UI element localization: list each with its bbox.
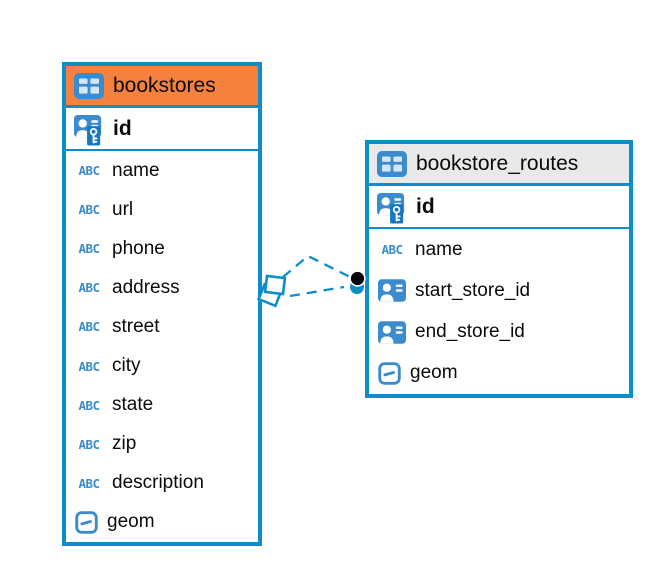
column-row[interactable]: ABC state xyxy=(66,385,258,425)
column-name: start_store_id xyxy=(415,279,531,301)
column-row[interactable]: end_store_id xyxy=(369,311,629,353)
column-name: name xyxy=(415,238,463,260)
table-bookstores-header[interactable]: bookstores xyxy=(66,66,258,108)
column-row[interactable]: ABC city xyxy=(66,346,258,386)
column-name: geom xyxy=(107,511,155,533)
column-row[interactable]: ABC description xyxy=(66,463,258,503)
column-name: address xyxy=(112,276,180,298)
relationship-target-symbol[interactable] xyxy=(349,270,366,294)
primary-key-icon xyxy=(74,115,105,148)
table-bookstore-routes[interactable]: bookstore_routes id ABC name start_store… xyxy=(365,140,633,398)
table-bookstores[interactable]: bookstores id ABC name ABC url ABC phone… xyxy=(62,62,262,546)
relationship-line-upper[interactable] xyxy=(282,254,351,279)
text-type-icon: ABC xyxy=(78,202,100,218)
column-name: description xyxy=(112,472,204,494)
text-type-icon: ABC xyxy=(78,397,100,413)
geometry-type-icon xyxy=(378,362,401,385)
column-row[interactable]: geom xyxy=(66,502,258,542)
column-name: name xyxy=(112,159,160,181)
column-name: geom xyxy=(410,362,458,384)
column-row[interactable]: ABC name xyxy=(369,229,629,271)
column-row[interactable]: ABC name xyxy=(66,151,258,191)
column-list: ABC name start_store_id end_store_id ge xyxy=(369,229,629,394)
text-type-icon: ABC xyxy=(78,163,100,179)
column-name: street xyxy=(112,315,160,337)
column-row[interactable]: ABC zip xyxy=(66,424,258,464)
table-icon xyxy=(377,151,407,177)
column-name: end_store_id xyxy=(415,321,525,343)
table-name: bookstores xyxy=(113,73,216,97)
text-type-icon: ABC xyxy=(78,241,100,257)
column-row[interactable]: geom xyxy=(369,352,629,394)
text-type-icon: ABC xyxy=(381,242,403,258)
table-icon xyxy=(74,73,104,99)
column-row[interactable]: ABC url xyxy=(66,190,258,230)
text-type-icon: ABC xyxy=(78,436,100,452)
primary-key-icon xyxy=(377,193,408,226)
text-type-icon: ABC xyxy=(78,280,100,296)
text-type-icon: ABC xyxy=(78,319,100,335)
column-row[interactable]: start_store_id xyxy=(369,270,629,312)
pk-row-bookstores-id[interactable]: id xyxy=(66,108,258,151)
pk-row-bookstore-routes-id[interactable]: id xyxy=(369,186,629,229)
pk-column-name: id xyxy=(113,116,132,140)
column-row[interactable]: ABC address xyxy=(66,268,258,308)
relationship-line-lower[interactable] xyxy=(289,285,345,298)
column-name: zip xyxy=(112,433,137,455)
text-type-icon: ABC xyxy=(78,358,100,374)
foreign-key-ref-icon xyxy=(378,279,406,302)
foreign-key-ref-icon xyxy=(378,321,406,344)
column-name: city xyxy=(112,355,141,377)
pk-column-name: id xyxy=(416,194,435,218)
table-name: bookstore_routes xyxy=(416,151,579,175)
column-list: ABC name ABC url ABC phone ABC address A… xyxy=(66,151,258,542)
column-name: url xyxy=(112,198,134,220)
column-name: phone xyxy=(112,237,165,259)
geometry-type-icon xyxy=(75,511,98,534)
table-bookstore-routes-header[interactable]: bookstore_routes xyxy=(369,144,629,186)
column-name: state xyxy=(112,394,154,416)
column-row[interactable]: ABC street xyxy=(66,307,258,347)
relationship-source-symbol[interactable] xyxy=(256,274,287,308)
text-type-icon: ABC xyxy=(78,475,100,491)
column-row[interactable]: ABC phone xyxy=(66,229,258,269)
